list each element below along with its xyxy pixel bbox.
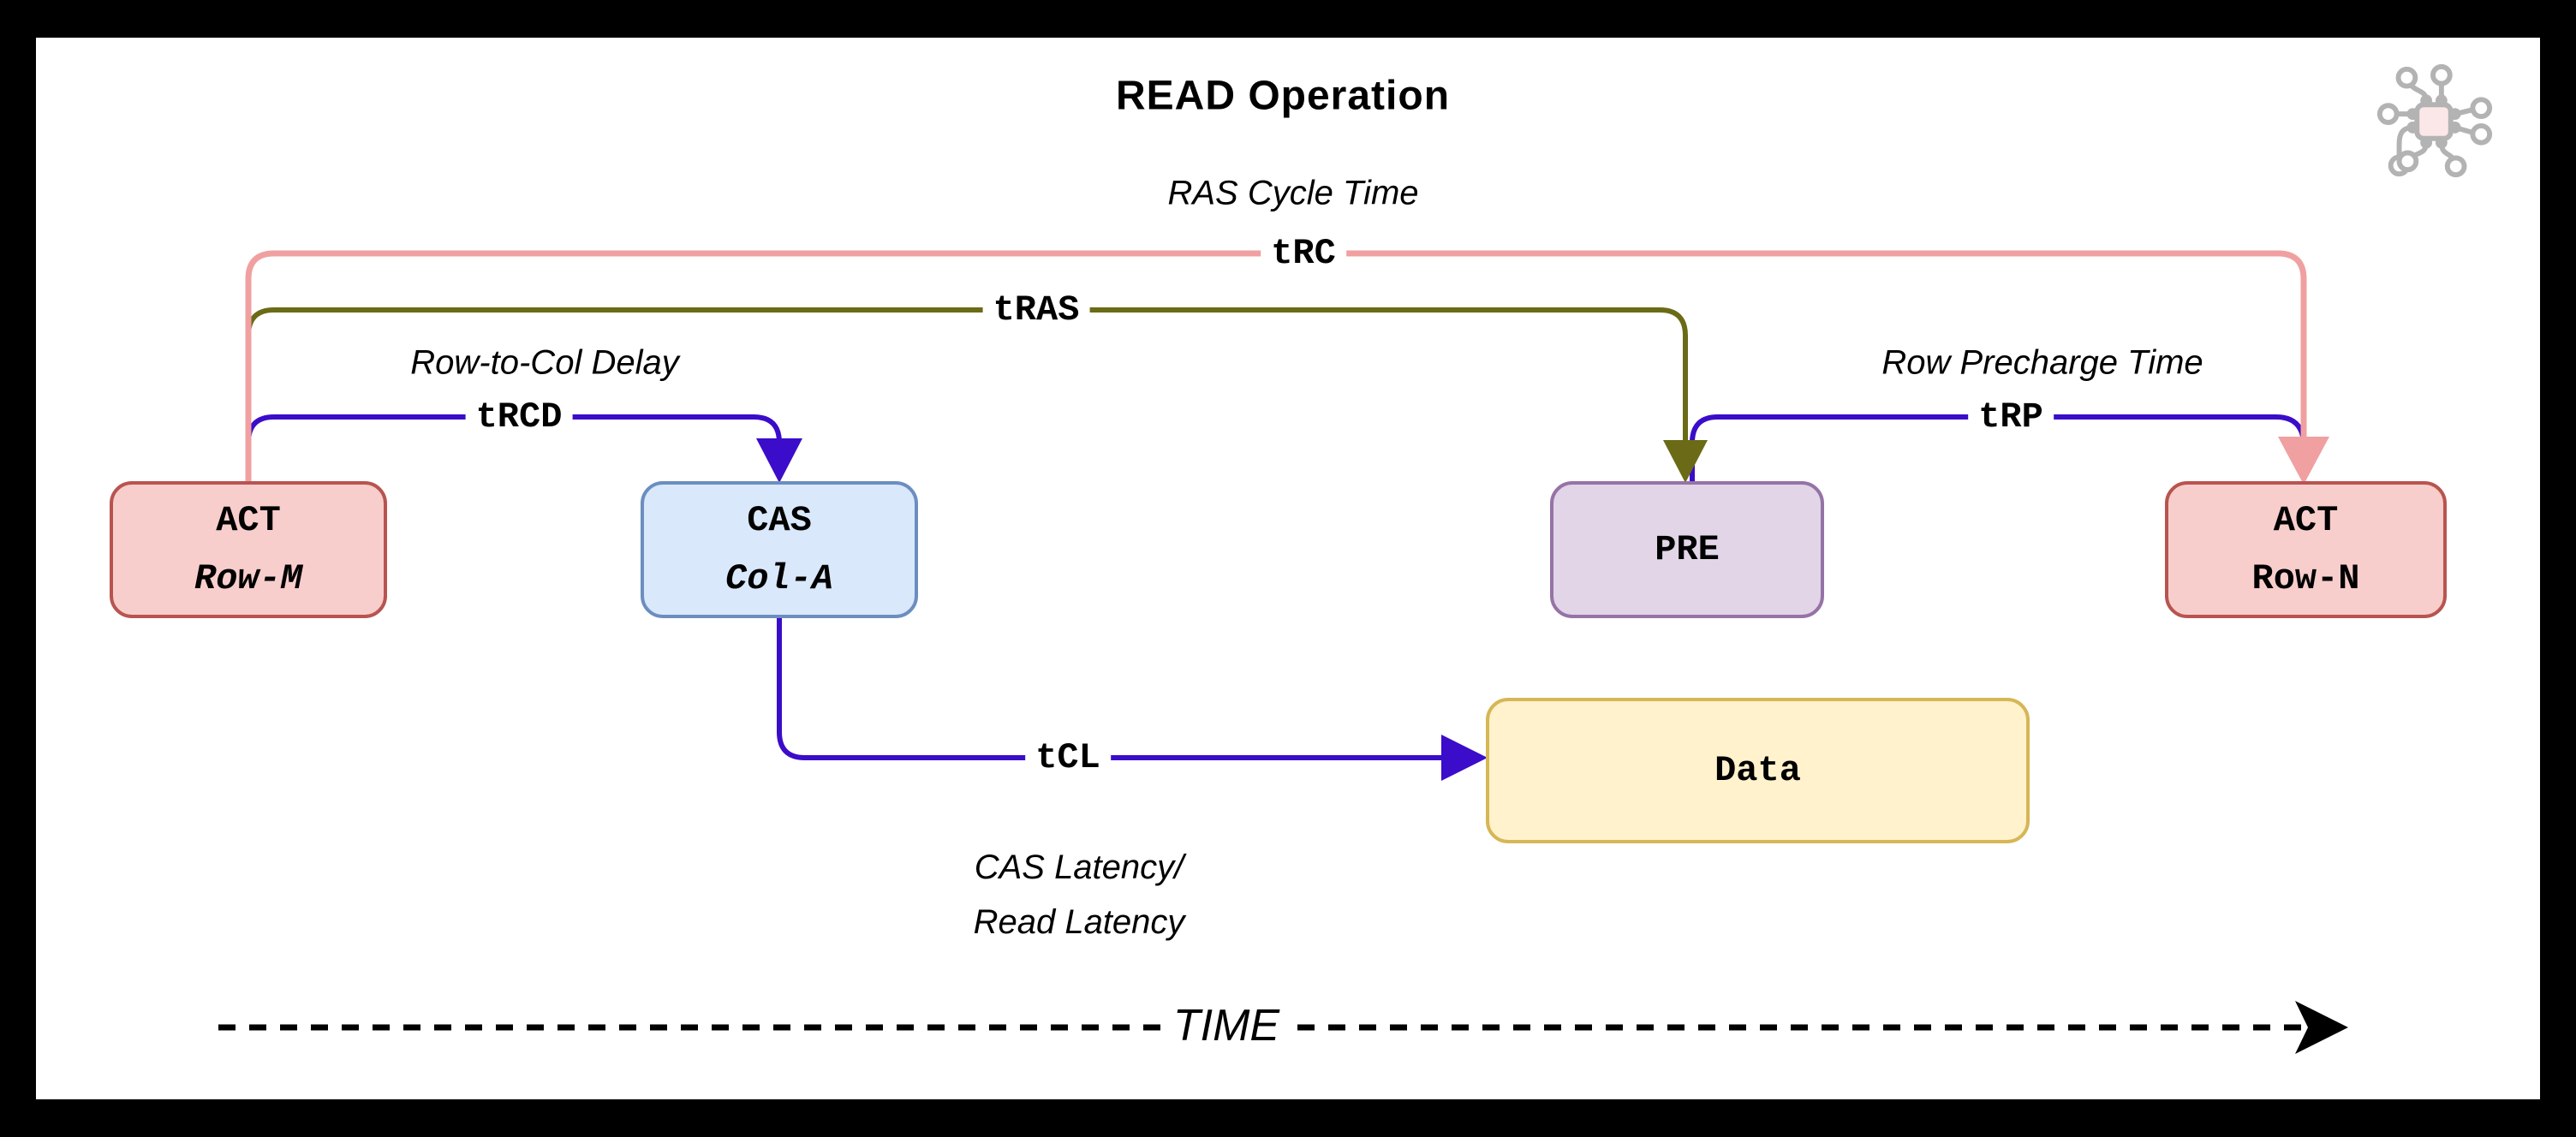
node-cas-col-a: CAS Col-A (641, 481, 918, 618)
node-act-row-m-target: Row-M (194, 558, 303, 599)
label-trp: tRP (1968, 396, 2054, 438)
annotation-row-to-col-delay: Row-to-Col Delay (410, 343, 679, 382)
node-pre: PRE (1550, 481, 1824, 618)
time-axis-label: TIME (1160, 1000, 1292, 1051)
node-act-row-n: ACT Row-N (2165, 481, 2447, 618)
time-axis-arrow (218, 1001, 2348, 1054)
annotation-ras-cycle-time: RAS Cycle Time (1167, 174, 1419, 212)
annotation-cas-latency-line2: Read Latency (973, 903, 1185, 941)
node-act-row-m: ACT Row-M (110, 481, 387, 618)
page-title: READ Operation (1115, 73, 1451, 119)
node-act-row-n-command: ACT (2273, 500, 2339, 541)
label-trcd: tRCD (465, 396, 573, 438)
node-act-row-n-target: Row-N (2251, 558, 2360, 599)
label-trc: tRC (1261, 233, 1346, 274)
chip-icon (2376, 63, 2493, 178)
annotation-cas-latency: CAS Latency/ Read Latency (974, 840, 1185, 949)
node-cas-col-a-target: Col-A (724, 558, 834, 599)
node-data-command: Data (1714, 750, 1801, 791)
chip-icon-pins (2406, 94, 2461, 149)
label-tras: tRAS (982, 289, 1090, 330)
node-act-row-m-command: ACT (216, 500, 281, 541)
annotation-row-precharge-time: Row Precharge Time (1881, 343, 2203, 382)
chip-icon-nodes (2376, 63, 2493, 178)
label-tcl: tCL (1025, 737, 1111, 778)
node-data: Data (1486, 698, 2030, 843)
arrow-tcl (777, 618, 1488, 781)
node-cas-col-a-command: CAS (747, 500, 812, 541)
annotation-cas-latency-line1: CAS Latency/ (974, 848, 1184, 886)
node-pre-command: PRE (1655, 529, 1720, 570)
diagram-canvas (36, 38, 2540, 1099)
